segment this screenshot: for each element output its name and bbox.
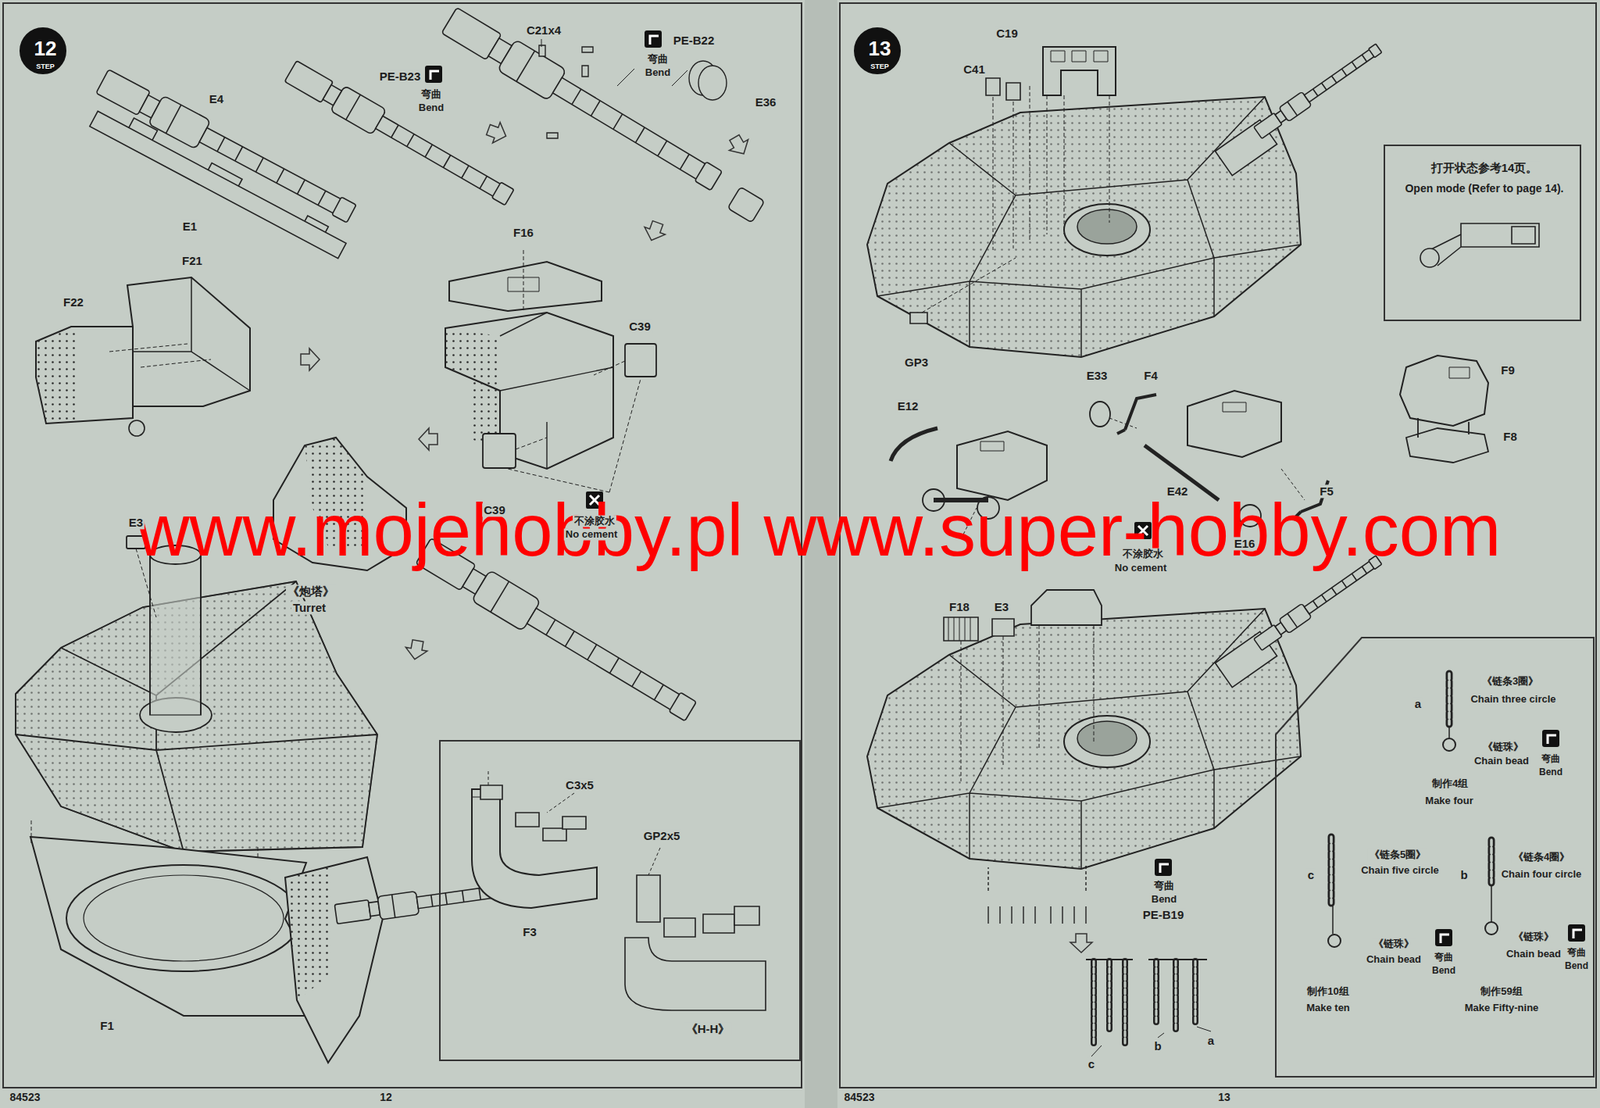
bend-note: Bend <box>643 67 673 79</box>
part-number: C41 <box>961 62 987 76</box>
part-number: C39 <box>482 503 508 517</box>
step-number: 12 <box>32 37 59 61</box>
inset-text: 制作59组 <box>1478 985 1524 998</box>
assembly-name: Turret <box>291 600 328 615</box>
chain-letter: c <box>1086 1057 1097 1071</box>
part-number: F4 <box>1142 368 1160 383</box>
part-number: E4 <box>207 92 225 106</box>
inset-text: Bend <box>1563 960 1590 972</box>
cement-note: No cement <box>564 528 619 541</box>
page-number: 13 <box>1216 1090 1233 1104</box>
part-number: F16 <box>511 225 536 240</box>
inset-text: 《链珠》 <box>1371 938 1416 950</box>
part-number: F22 <box>61 295 86 309</box>
part-number: PE-B19 <box>1141 907 1186 922</box>
inset-text: Make Fifty-nine <box>1463 1002 1541 1015</box>
inset-text: Chain four circle <box>1500 868 1584 881</box>
part-number: F21 <box>180 253 204 268</box>
step-number: STEP <box>34 62 57 71</box>
part-number: F5 <box>1317 484 1336 498</box>
inset-text: 《链珠》 <box>1511 931 1556 943</box>
inset-text: Bend <box>1430 965 1458 977</box>
cement-note: No cement <box>1113 562 1168 575</box>
inset-text: Chain five circle <box>1359 864 1441 877</box>
detail-inset: C3x5F3 GP2x5 《H-H》 <box>439 739 801 1061</box>
inset-text: F3 <box>521 925 539 939</box>
inset-text: Make ten <box>1304 1002 1352 1015</box>
inset-text: 弯曲 <box>1432 952 1455 964</box>
inset-text: 《链条5圈》 <box>1367 849 1428 861</box>
inset-text: Open mode (Refer to page 14). <box>1403 182 1565 195</box>
part-number: E16 <box>1232 536 1258 550</box>
inset-text: 弯曲 <box>1539 753 1562 765</box>
assembly-name: 《炮塔》 <box>285 584 336 598</box>
page-number: 12 <box>378 1090 394 1104</box>
bend-note: 弯曲 <box>1152 880 1176 893</box>
inset-text: c <box>1306 867 1316 882</box>
part-number: E3 <box>127 515 145 529</box>
inset-text: 《链条3圈》 <box>1480 675 1540 688</box>
cement-note: 不涂胶水 <box>1121 548 1165 561</box>
inset-text: b <box>1458 867 1469 882</box>
inset-text: Chain bead <box>1472 755 1531 768</box>
inset-text: 制作4组 <box>1430 778 1470 790</box>
part-number: GP3 <box>903 355 930 369</box>
part-number: F18 <box>947 600 972 614</box>
inset-text: a <box>1413 696 1423 711</box>
chain-letter: b <box>1152 1039 1163 1053</box>
part-number: E33 <box>1085 368 1110 383</box>
inset-text: Bend <box>1537 767 1565 779</box>
step-number: STEP <box>868 62 891 71</box>
inset-text: Make four <box>1423 795 1475 808</box>
bend-note: Bend <box>1150 893 1179 906</box>
inset-text: 《H-H》 <box>684 1021 733 1036</box>
note-box: 打开状态参考14页。 Open mode (Refer to page 14). <box>1383 144 1582 322</box>
bend-note: 弯曲 <box>419 89 443 101</box>
bend-note: 弯曲 <box>646 53 670 66</box>
step-number: 13 <box>867 37 893 61</box>
part-number: C21x4 <box>525 23 563 37</box>
inset-text: GP2x5 <box>642 828 683 843</box>
step-badge: 13STEP <box>853 27 901 75</box>
part-number: F1 <box>98 1018 116 1033</box>
inset-text: C3x5 <box>564 778 596 792</box>
part-number: E36 <box>753 95 779 109</box>
chain-letter: a <box>1206 1033 1216 1047</box>
step-badge: 12STEP <box>19 27 67 75</box>
inset-text: Chain bead <box>1504 948 1563 961</box>
inset-text: 制作10组 <box>1305 985 1350 998</box>
inset-text: 《链珠》 <box>1481 741 1525 754</box>
bend-note: Bend <box>417 102 447 115</box>
cement-note: 不涂胶水 <box>572 515 617 528</box>
inset-text: 《链条4圈》 <box>1511 851 1572 864</box>
inset-text: 打开状态参考14页。 <box>1429 160 1540 175</box>
part-number: E3 <box>992 600 1011 614</box>
inset-text: 弯曲 <box>1565 947 1588 959</box>
part-number: F9 <box>1499 363 1517 377</box>
part-number: E1 <box>181 219 199 233</box>
inset-text: Chain three circle <box>1468 693 1558 706</box>
inset-text: Chain bead <box>1364 953 1423 966</box>
watermark: www.mojehobby.pl www.super-hobby.com <box>135 488 1504 573</box>
part-number: C19 <box>994 26 1020 40</box>
part-number: C39 <box>627 319 653 333</box>
part-number: PE-B23 <box>378 69 423 83</box>
kit-number: 84523 <box>842 1090 877 1104</box>
part-number: F8 <box>1501 429 1519 443</box>
part-number: PE-B22 <box>671 33 717 47</box>
part-number: E42 <box>1165 484 1190 498</box>
chain-inset: a《链条3圈》Chain three circle《链珠》Chain bead弯… <box>1275 637 1594 1077</box>
kit-number: 84523 <box>8 1090 43 1104</box>
part-number: E12 <box>896 399 921 413</box>
